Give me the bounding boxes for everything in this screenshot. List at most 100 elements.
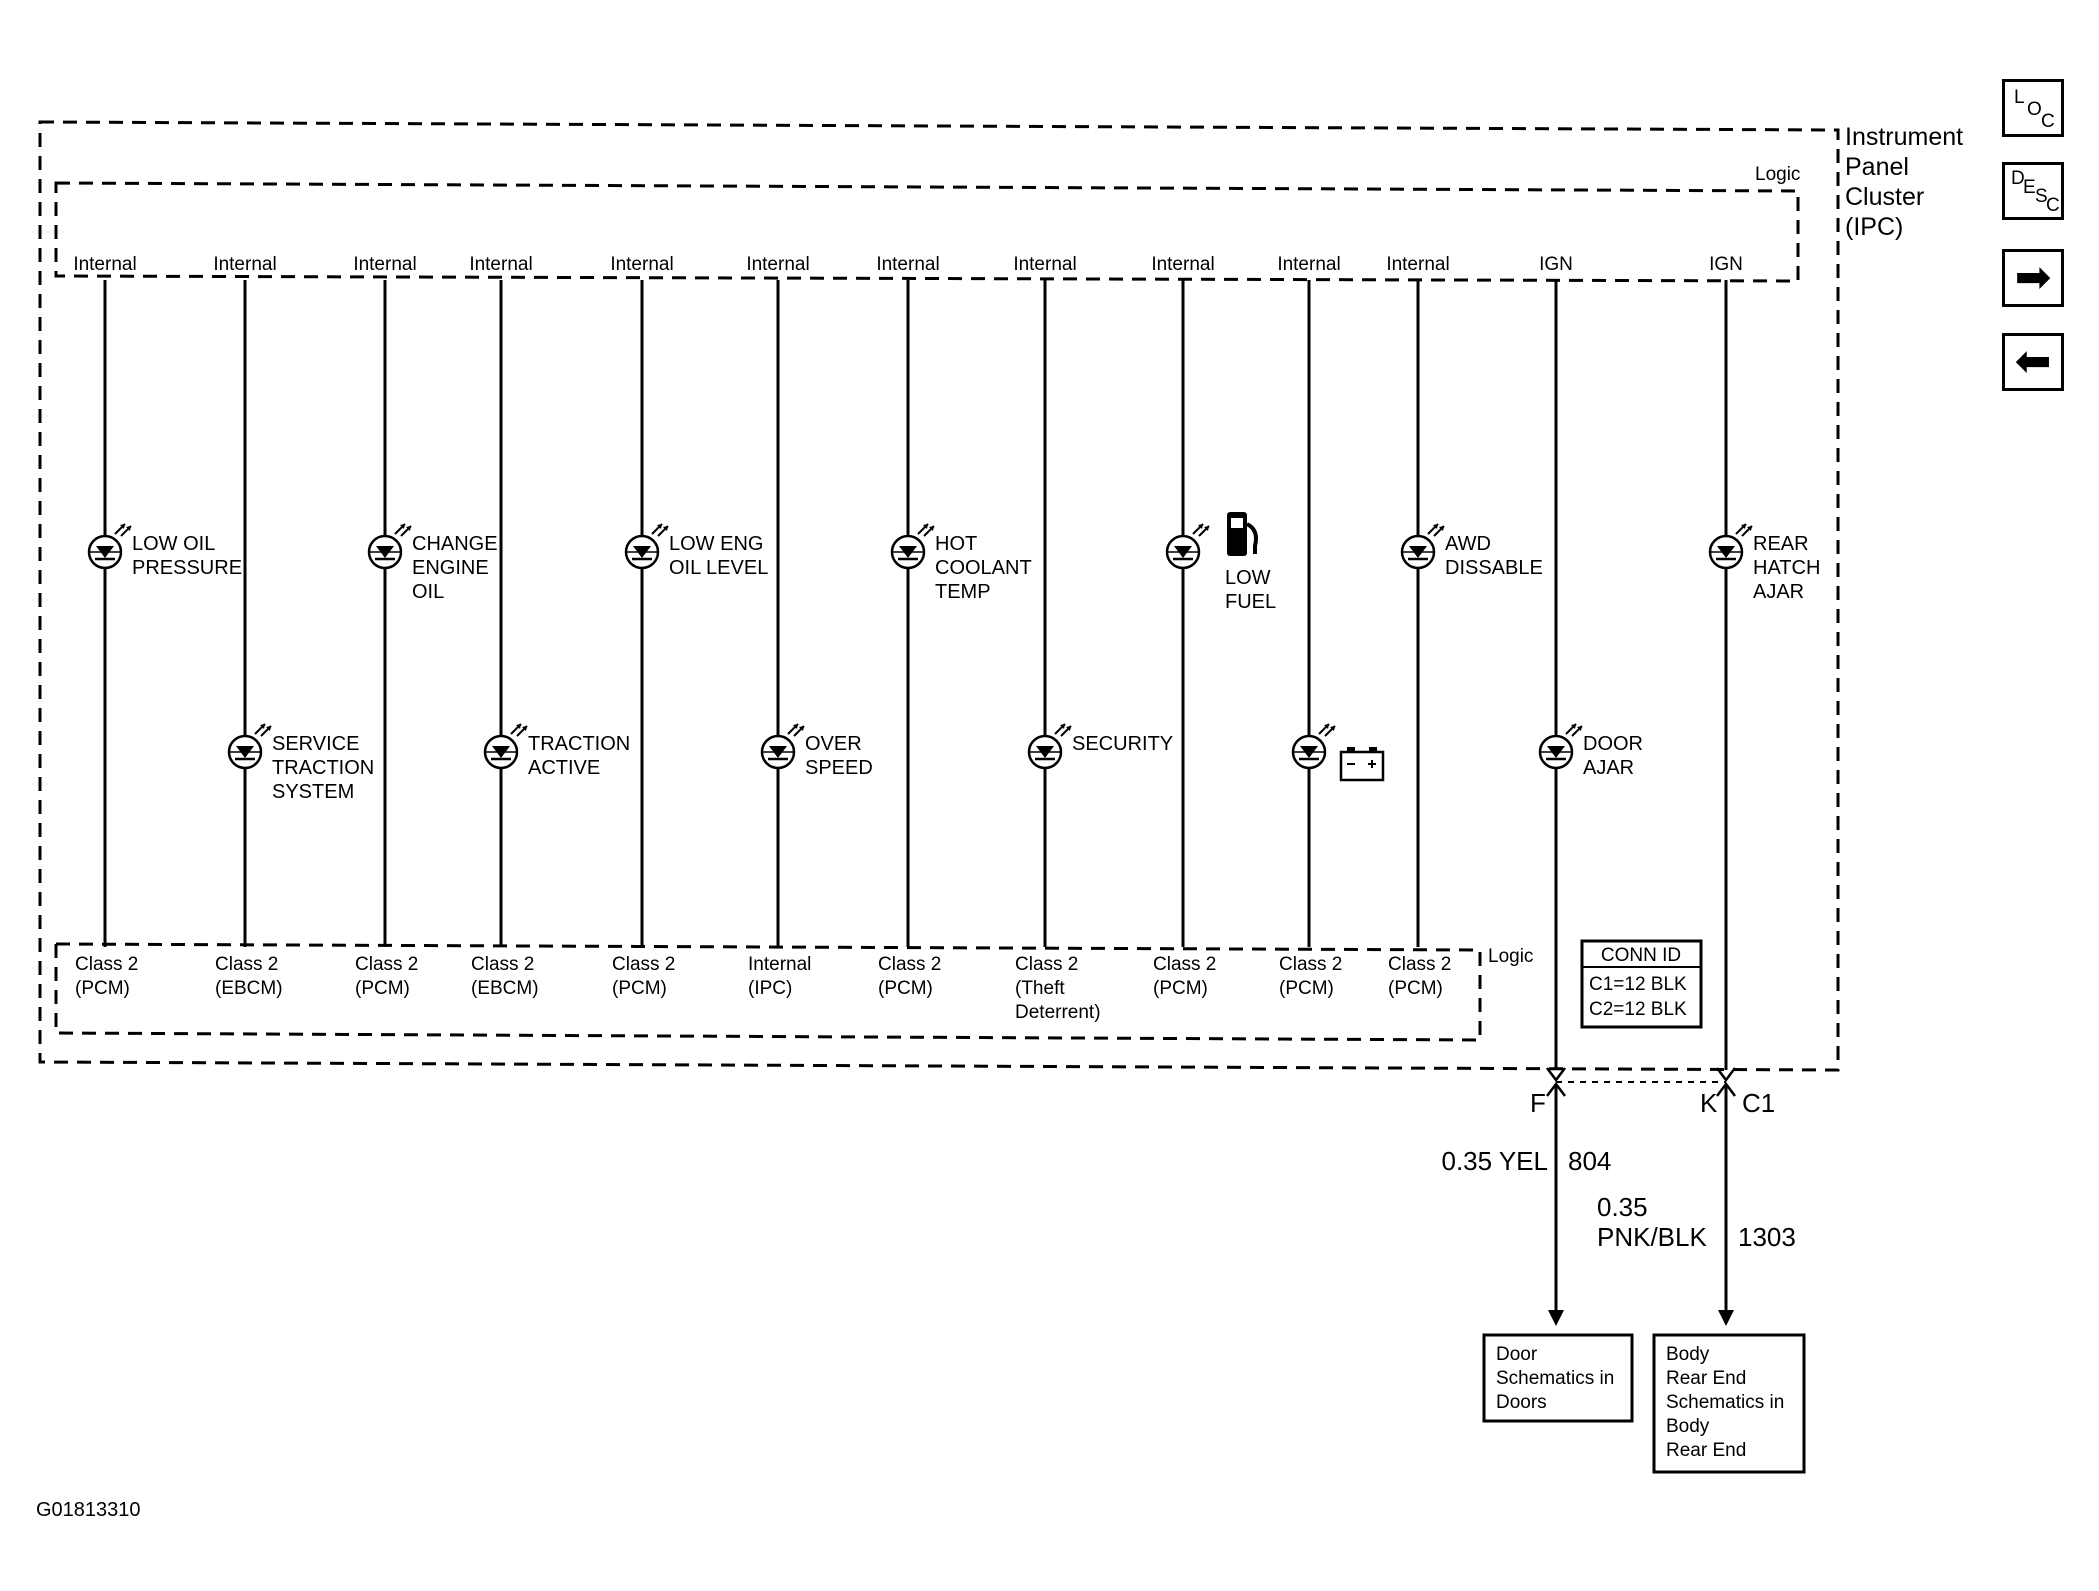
- lamp-label: SECURITY: [1072, 733, 1173, 755]
- source-label: IGN: [1709, 254, 1743, 275]
- svg-text:Cluster: Cluster: [1845, 183, 1924, 211]
- indicator-lamp-icon: [87, 523, 132, 570]
- next-button[interactable]: ➡: [2002, 249, 2064, 307]
- back-button[interactable]: ⬅: [2002, 333, 2064, 391]
- desc-letter: D: [2011, 168, 2025, 189]
- dest-label: Class 2: [878, 954, 941, 975]
- lamp-label: AJAR: [1583, 757, 1634, 779]
- lamp-label: HOT: [935, 533, 977, 555]
- conn-id-line: C2=12 BLK: [1589, 999, 1687, 1020]
- circuit-number: 804: [1568, 1146, 1611, 1176]
- fuel-pump-icon: [1227, 512, 1258, 556]
- dest-label: Internal: [748, 954, 811, 975]
- wire-color: PNK/BLK: [1597, 1222, 1707, 1252]
- desc-button[interactable]: D E S C: [2002, 162, 2064, 220]
- dest-box-line: Rear End: [1666, 1368, 1746, 1389]
- indicator-lamp-icon: [367, 523, 412, 570]
- conn-id-title: CONN ID: [1601, 945, 1681, 966]
- lamp-label: DOOR: [1583, 733, 1643, 755]
- lamp-label: FUEL: [1225, 591, 1276, 613]
- dest-label: (PCM): [1153, 978, 1208, 999]
- lamp-label: LOW OIL: [132, 533, 215, 555]
- lamp-label: HATCH: [1753, 557, 1820, 579]
- connector-label: C1: [1742, 1088, 1775, 1118]
- lamp-label: CHANGE: [412, 533, 498, 555]
- dest-label: Class 2: [1388, 954, 1451, 975]
- connector-k: K C1 0.35 PNK/BLK 1303 Body Rear End Sch…: [1597, 1067, 1806, 1474]
- dest-label: (EBCM): [215, 978, 283, 999]
- ipc-boundary: [38, 120, 1840, 1072]
- loc-letter: L: [2014, 87, 2025, 108]
- lamp-label: LOW: [1225, 567, 1271, 589]
- indicator-lamp-icon: [760, 723, 805, 770]
- dest-label: Class 2: [1153, 954, 1216, 975]
- source-label: Internal: [876, 254, 939, 275]
- loc-button[interactable]: L O C: [2002, 79, 2064, 137]
- dest-box-line: Body: [1666, 1344, 1710, 1365]
- module-name: Instrument Panel Cluster (IPC): [1845, 123, 1963, 241]
- lamp-label: AWD: [1445, 533, 1491, 555]
- dest-label: (PCM): [612, 978, 667, 999]
- desc-letter: E: [2023, 177, 2036, 198]
- indicator-lamp-icon: [483, 723, 528, 770]
- lamp-label: PRESSURE: [132, 557, 242, 579]
- lamp-label: TEMP: [935, 581, 991, 603]
- dest-label: Class 2: [1279, 954, 1342, 975]
- logic-label-bottom: Logic: [1488, 946, 1533, 967]
- dest-label: (Theft: [1015, 978, 1065, 999]
- indicator-lamp-icon: [1027, 723, 1072, 770]
- source-label: Internal: [73, 254, 136, 275]
- dest-label: (PCM): [878, 978, 933, 999]
- lamp-label: DISSABLE: [1445, 557, 1543, 579]
- indicator-lamp-icon: [227, 723, 272, 770]
- lamp-label: OIL LEVEL: [669, 557, 768, 579]
- source-label: Internal: [1277, 254, 1340, 275]
- source-label: Internal: [610, 254, 673, 275]
- lamp-label: ENGINE: [412, 557, 489, 579]
- lamp-label: TRACTION: [528, 733, 630, 755]
- lamp-label: ACTIVE: [528, 757, 600, 779]
- conn-id-table: CONN ID C1=12 BLK C2=12 BLK: [1580, 939, 1703, 1029]
- dest-label: (PCM): [1388, 978, 1443, 999]
- dest-label: Class 2: [471, 954, 534, 975]
- dest-box-line: Body: [1666, 1416, 1710, 1437]
- conn-id-line: C1=12 BLK: [1589, 974, 1687, 995]
- lamp-label: AJAR: [1753, 581, 1804, 603]
- source-label: Internal: [469, 254, 532, 275]
- lamp-label: SPEED: [805, 757, 873, 779]
- dest-box-line: Schematics in: [1496, 1368, 1614, 1389]
- lamp-label: OVER: [805, 733, 862, 755]
- indicator-lamp-icon: [1165, 523, 1210, 570]
- source-label: Internal: [1151, 254, 1214, 275]
- dest-label: (IPC): [748, 978, 792, 999]
- dest-label: (PCM): [75, 978, 130, 999]
- dest-label: (EBCM): [471, 978, 539, 999]
- lamp-label: COOLANT: [935, 557, 1032, 579]
- dest-box-line: Rear End: [1666, 1440, 1746, 1461]
- desc-letter: S: [2035, 186, 2048, 207]
- pin-label: K: [1700, 1088, 1718, 1118]
- dest-label: Deterrent): [1015, 1002, 1101, 1023]
- indicator-lamp-icon: [890, 523, 935, 570]
- svg-text:(IPC): (IPC): [1845, 213, 1903, 241]
- lamp-label: SERVICE: [272, 733, 359, 755]
- logic-box-top: [54, 181, 1800, 283]
- indicator-lamp-icon: [1708, 523, 1753, 570]
- indicator-lamp-icon: [624, 523, 669, 570]
- lamp-label: REAR: [1753, 533, 1809, 555]
- loc-letter: C: [2041, 111, 2055, 132]
- lamp-label: OIL: [412, 581, 444, 603]
- dest-label: Class 2: [1015, 954, 1078, 975]
- lamp-label: TRACTION: [272, 757, 374, 779]
- source-label: Internal: [353, 254, 416, 275]
- lamp-label: SYSTEM: [272, 781, 354, 803]
